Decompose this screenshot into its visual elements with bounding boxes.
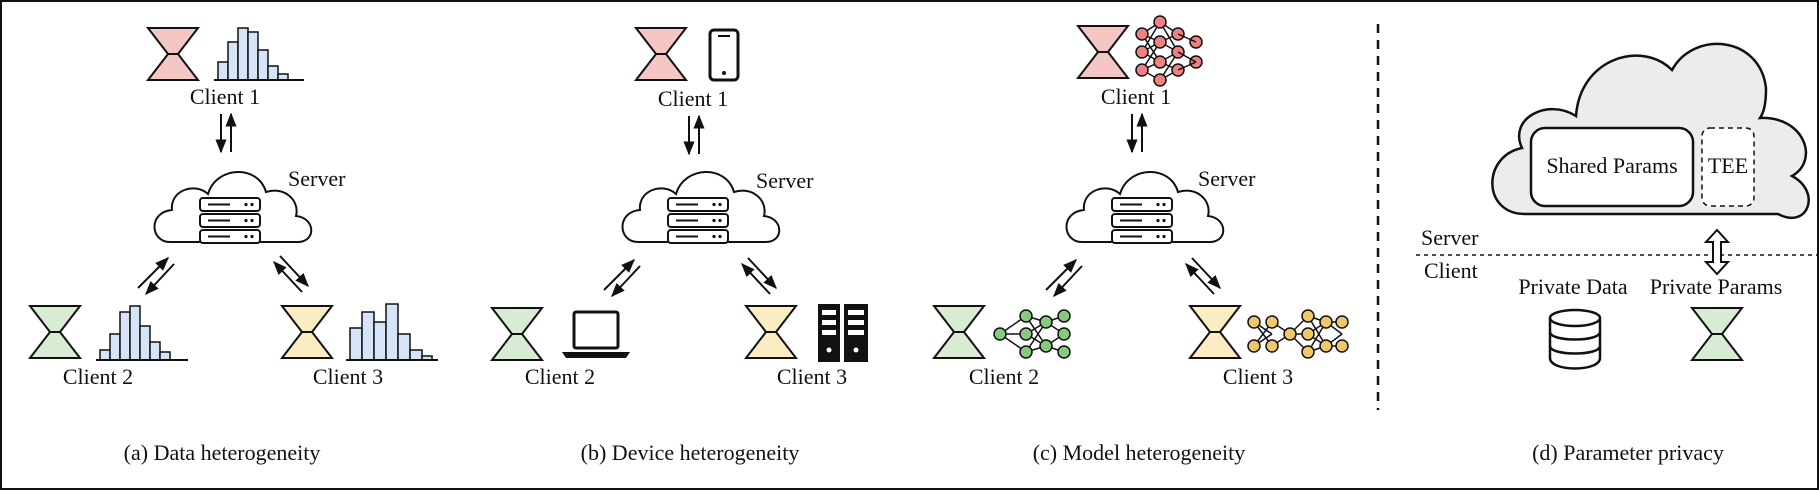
server-label: Server: [756, 168, 814, 193]
server-rack-icon: [818, 304, 868, 362]
panel-model-heterogeneity: Client 1 Server Client 2: [933, 15, 1349, 465]
client3-label: Client 3: [1223, 364, 1293, 389]
server-label: Server: [288, 166, 346, 191]
client-side-label: Client: [1424, 258, 1478, 283]
client1-model-icon: [635, 27, 687, 81]
client3-label: Client 3: [313, 364, 383, 389]
neural-network-red-icon: [1135, 15, 1203, 87]
bidirectional-arrow-icon: [1703, 228, 1731, 276]
caption-d: (d) Parameter privacy: [1532, 440, 1724, 465]
tee-label: TEE: [1708, 153, 1748, 178]
client3-histogram-icon: [346, 303, 438, 361]
laptop-icon: [562, 310, 630, 358]
private-data-label: Private Data: [1518, 274, 1628, 299]
neural-network-green-icon: [993, 309, 1071, 359]
caption-c: (c) Model heterogeneity: [1033, 440, 1246, 465]
shared-params-label: Shared Params: [1546, 153, 1677, 178]
caption-b: (b) Device heterogeneity: [581, 440, 800, 465]
neural-network-yellow-icon: [1247, 309, 1349, 359]
client3-model-icon: [745, 305, 797, 359]
client3-model-icon: [281, 305, 333, 359]
client2-label: Client 2: [63, 364, 133, 389]
panel-data-heterogeneity: Client 1 Server Client 2 Client 3 (a) Da…: [29, 27, 438, 465]
client1-label: Client 1: [658, 86, 728, 111]
phone-icon: [708, 28, 740, 82]
panel-parameter-privacy: Shared Params TEE Server Client Private …: [1416, 42, 1819, 465]
database-icon: [1548, 308, 1602, 370]
client1-histogram-icon: [214, 27, 304, 81]
client2-model-icon: [933, 305, 985, 359]
client3-model-icon: [1189, 305, 1241, 359]
panel-device-heterogeneity: Client 1 Server Client 2 Client 3 (b) De…: [491, 27, 868, 465]
private-params-label: Private Params: [1650, 274, 1783, 299]
server-side-label: Server: [1421, 225, 1479, 250]
client2-model-icon: [491, 307, 543, 361]
private-model-icon: [1691, 307, 1743, 361]
client1-label: Client 1: [1101, 84, 1171, 109]
client2-label: Client 2: [969, 364, 1039, 389]
client3-label: Client 3: [777, 364, 847, 389]
client1-model-icon: [147, 27, 199, 81]
tee-box: [1701, 127, 1755, 207]
client2-model-icon: [29, 305, 81, 359]
client2-histogram-icon: [96, 305, 188, 361]
client1-label: Client 1: [190, 84, 260, 109]
client2-label: Client 2: [525, 364, 595, 389]
server-label: Server: [1198, 166, 1256, 191]
shared-params-box: [1529, 126, 1695, 208]
caption-a: (a) Data heterogeneity: [124, 440, 321, 465]
client1-model-icon: [1077, 25, 1129, 79]
